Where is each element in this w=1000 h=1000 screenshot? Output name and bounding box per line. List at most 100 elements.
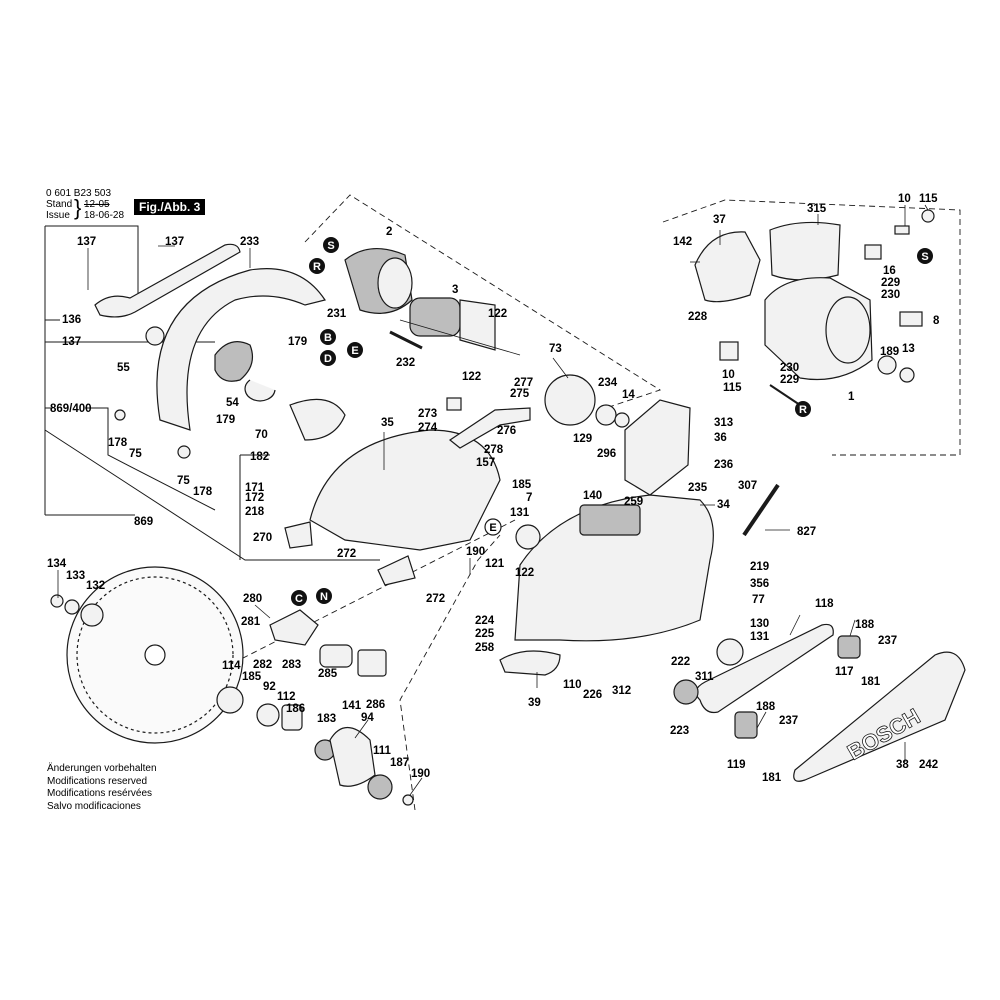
callout: 242	[919, 759, 938, 771]
brace-icon: }	[74, 195, 82, 220]
callout: 228	[688, 311, 708, 323]
callout: 234	[598, 377, 618, 389]
marker-c: C	[291, 590, 307, 606]
callout: 36	[714, 432, 727, 444]
label-8	[899, 311, 923, 327]
callout: 226	[583, 689, 602, 701]
callout: 75	[177, 475, 190, 487]
callout: 222	[671, 656, 690, 668]
callout: 311	[695, 671, 714, 683]
callout: 286	[366, 699, 385, 711]
callout: 54	[226, 397, 239, 409]
bearing-14	[614, 412, 630, 428]
callout: 77	[752, 594, 765, 606]
brake-unit-285	[319, 644, 353, 668]
bolt-134	[50, 594, 64, 608]
washer-131	[716, 638, 744, 666]
bearing-plate-94	[329, 726, 376, 787]
callout: 119	[727, 759, 746, 771]
callout: 258	[475, 642, 495, 654]
callout: 223	[670, 725, 689, 737]
flange-114	[216, 686, 244, 714]
guard-link-arm	[94, 243, 241, 318]
callout: 112	[277, 691, 296, 703]
callout: 179	[216, 414, 235, 426]
motor-end-plate-36	[624, 399, 691, 496]
callout: 285	[318, 668, 338, 680]
callout: 236	[714, 459, 733, 471]
callout: 121	[485, 558, 505, 570]
bearing-plate-73	[544, 374, 596, 426]
callout: 133	[66, 570, 85, 582]
flange-92	[256, 703, 280, 727]
leader-lines	[57, 204, 929, 796]
brake-plate-280	[269, 609, 319, 646]
upper-blade-guard	[156, 268, 326, 431]
callout: 272	[426, 593, 445, 605]
switch-286	[357, 649, 387, 677]
callout: 274	[418, 422, 438, 434]
svg-text:B: B	[324, 332, 332, 344]
washer-133	[64, 599, 80, 615]
marker-s-left: S	[323, 237, 339, 253]
gearbox-housing-34	[514, 494, 714, 642]
callout: 219	[750, 561, 769, 573]
callout: 171	[245, 482, 265, 494]
callout: 10	[898, 193, 911, 205]
callout: 75	[129, 448, 142, 460]
handle-39	[499, 650, 561, 676]
ring-189	[877, 355, 897, 375]
callout: 272	[337, 548, 356, 560]
guard-tab-272	[377, 555, 416, 586]
callout: 117	[835, 666, 854, 678]
callout: 280	[243, 593, 262, 605]
svg-text:E: E	[489, 522, 496, 534]
washer-115	[921, 209, 935, 223]
note-fr: Modifications resérvées	[47, 788, 153, 799]
pulley-223	[673, 679, 699, 705]
svg-text:C: C	[295, 593, 303, 605]
svg-text:E: E	[351, 345, 358, 357]
brush-holder-273	[446, 397, 462, 411]
callout: 235	[688, 482, 708, 494]
callout: 38	[896, 759, 909, 771]
callout: 275	[510, 388, 530, 400]
fan-cover-37	[694, 231, 761, 303]
callout: 178	[108, 437, 128, 449]
spindle-112	[281, 704, 303, 731]
callout: 230	[881, 289, 900, 301]
callout: 3	[452, 284, 458, 296]
callout: 190	[466, 546, 485, 558]
marker-e-top: E	[347, 342, 363, 358]
callout: 142	[673, 236, 692, 248]
callout: 122	[515, 567, 534, 579]
callout: 39	[528, 697, 541, 709]
callout: 35	[381, 417, 394, 429]
washer-55	[145, 326, 165, 346]
guard-tab-270	[284, 521, 313, 549]
saw-blade	[66, 566, 244, 744]
callout: 94	[361, 712, 374, 724]
modification-notes: Änderungen vorbehalten Modifications res…	[47, 763, 157, 813]
callout: 55	[117, 362, 130, 374]
callout: 141	[342, 700, 362, 712]
marker-e-center: E	[484, 518, 502, 536]
motor-field-stator	[344, 247, 413, 314]
callout: 225	[475, 628, 495, 640]
marker-r-left: R	[309, 258, 325, 274]
callout: 110	[563, 679, 582, 691]
lower-assembly-boundary	[399, 534, 501, 811]
motor-assembly-boundary	[304, 194, 662, 411]
ring-13	[899, 367, 915, 383]
callout: 181	[861, 676, 881, 688]
callout: 869/400	[50, 403, 92, 415]
callout: 281	[241, 616, 261, 628]
motor-armature	[399, 297, 521, 356]
callout: 224	[475, 615, 495, 627]
callout: 140	[583, 490, 602, 502]
callout: 8	[933, 315, 940, 327]
callout: 218	[245, 506, 265, 518]
callout: 118	[815, 598, 834, 610]
switch-10	[719, 341, 739, 361]
callout: 137	[165, 236, 184, 248]
